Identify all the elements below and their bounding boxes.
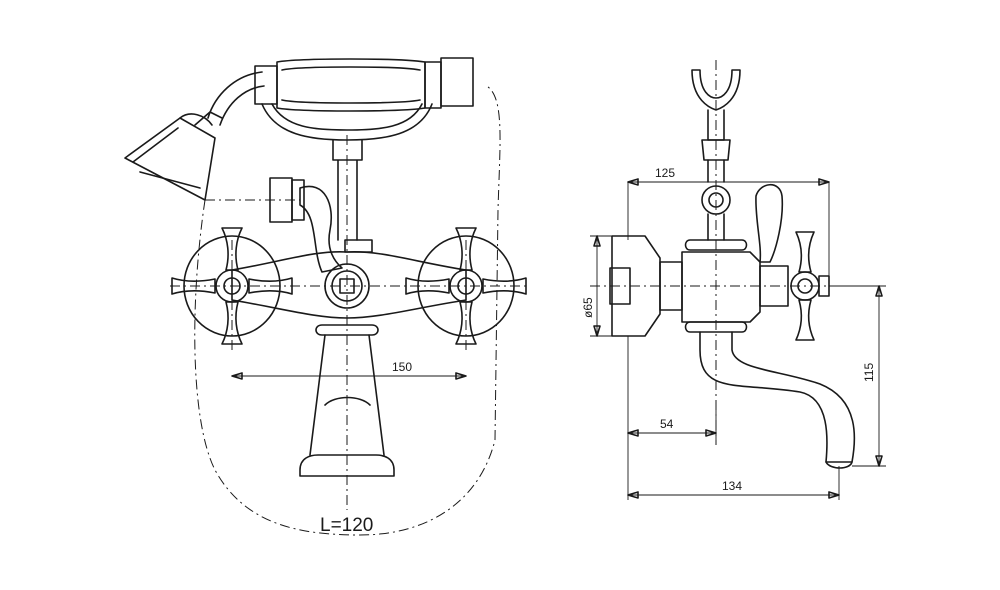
dim-115 — [829, 285, 886, 467]
shower-holder — [691, 69, 741, 241]
side-view: 125 ø65 54 134 — [581, 60, 886, 500]
dim-134 — [627, 466, 840, 500]
lever-side — [755, 183, 784, 263]
spout-front — [299, 324, 395, 477]
hose-envelope — [194, 84, 501, 536]
center-hub — [324, 263, 370, 309]
center-hub-inner — [331, 270, 363, 302]
valve-body — [231, 250, 467, 319]
shower-head — [124, 111, 223, 201]
front-view: 150 L=120 — [124, 57, 530, 536]
right-cross-handle — [405, 227, 527, 345]
left-cross-handle — [171, 227, 293, 345]
body-collar — [344, 239, 373, 253]
handset — [254, 57, 474, 141]
label-115: 115 — [862, 363, 876, 382]
dim-54 — [627, 336, 717, 500]
label-length: L=120 — [320, 515, 373, 536]
body-side — [681, 239, 761, 333]
diverter-lever — [269, 177, 343, 273]
label-65: ø65 — [581, 297, 595, 318]
label-150: 150 — [392, 360, 412, 374]
stem — [332, 139, 363, 241]
label-134: 134 — [722, 479, 742, 493]
label-54: 54 — [660, 417, 674, 431]
dim-125 — [627, 178, 830, 276]
dim-65 — [590, 235, 612, 337]
dim-150 — [231, 372, 467, 380]
spout-side — [699, 331, 856, 463]
label-125: 125 — [655, 166, 675, 180]
